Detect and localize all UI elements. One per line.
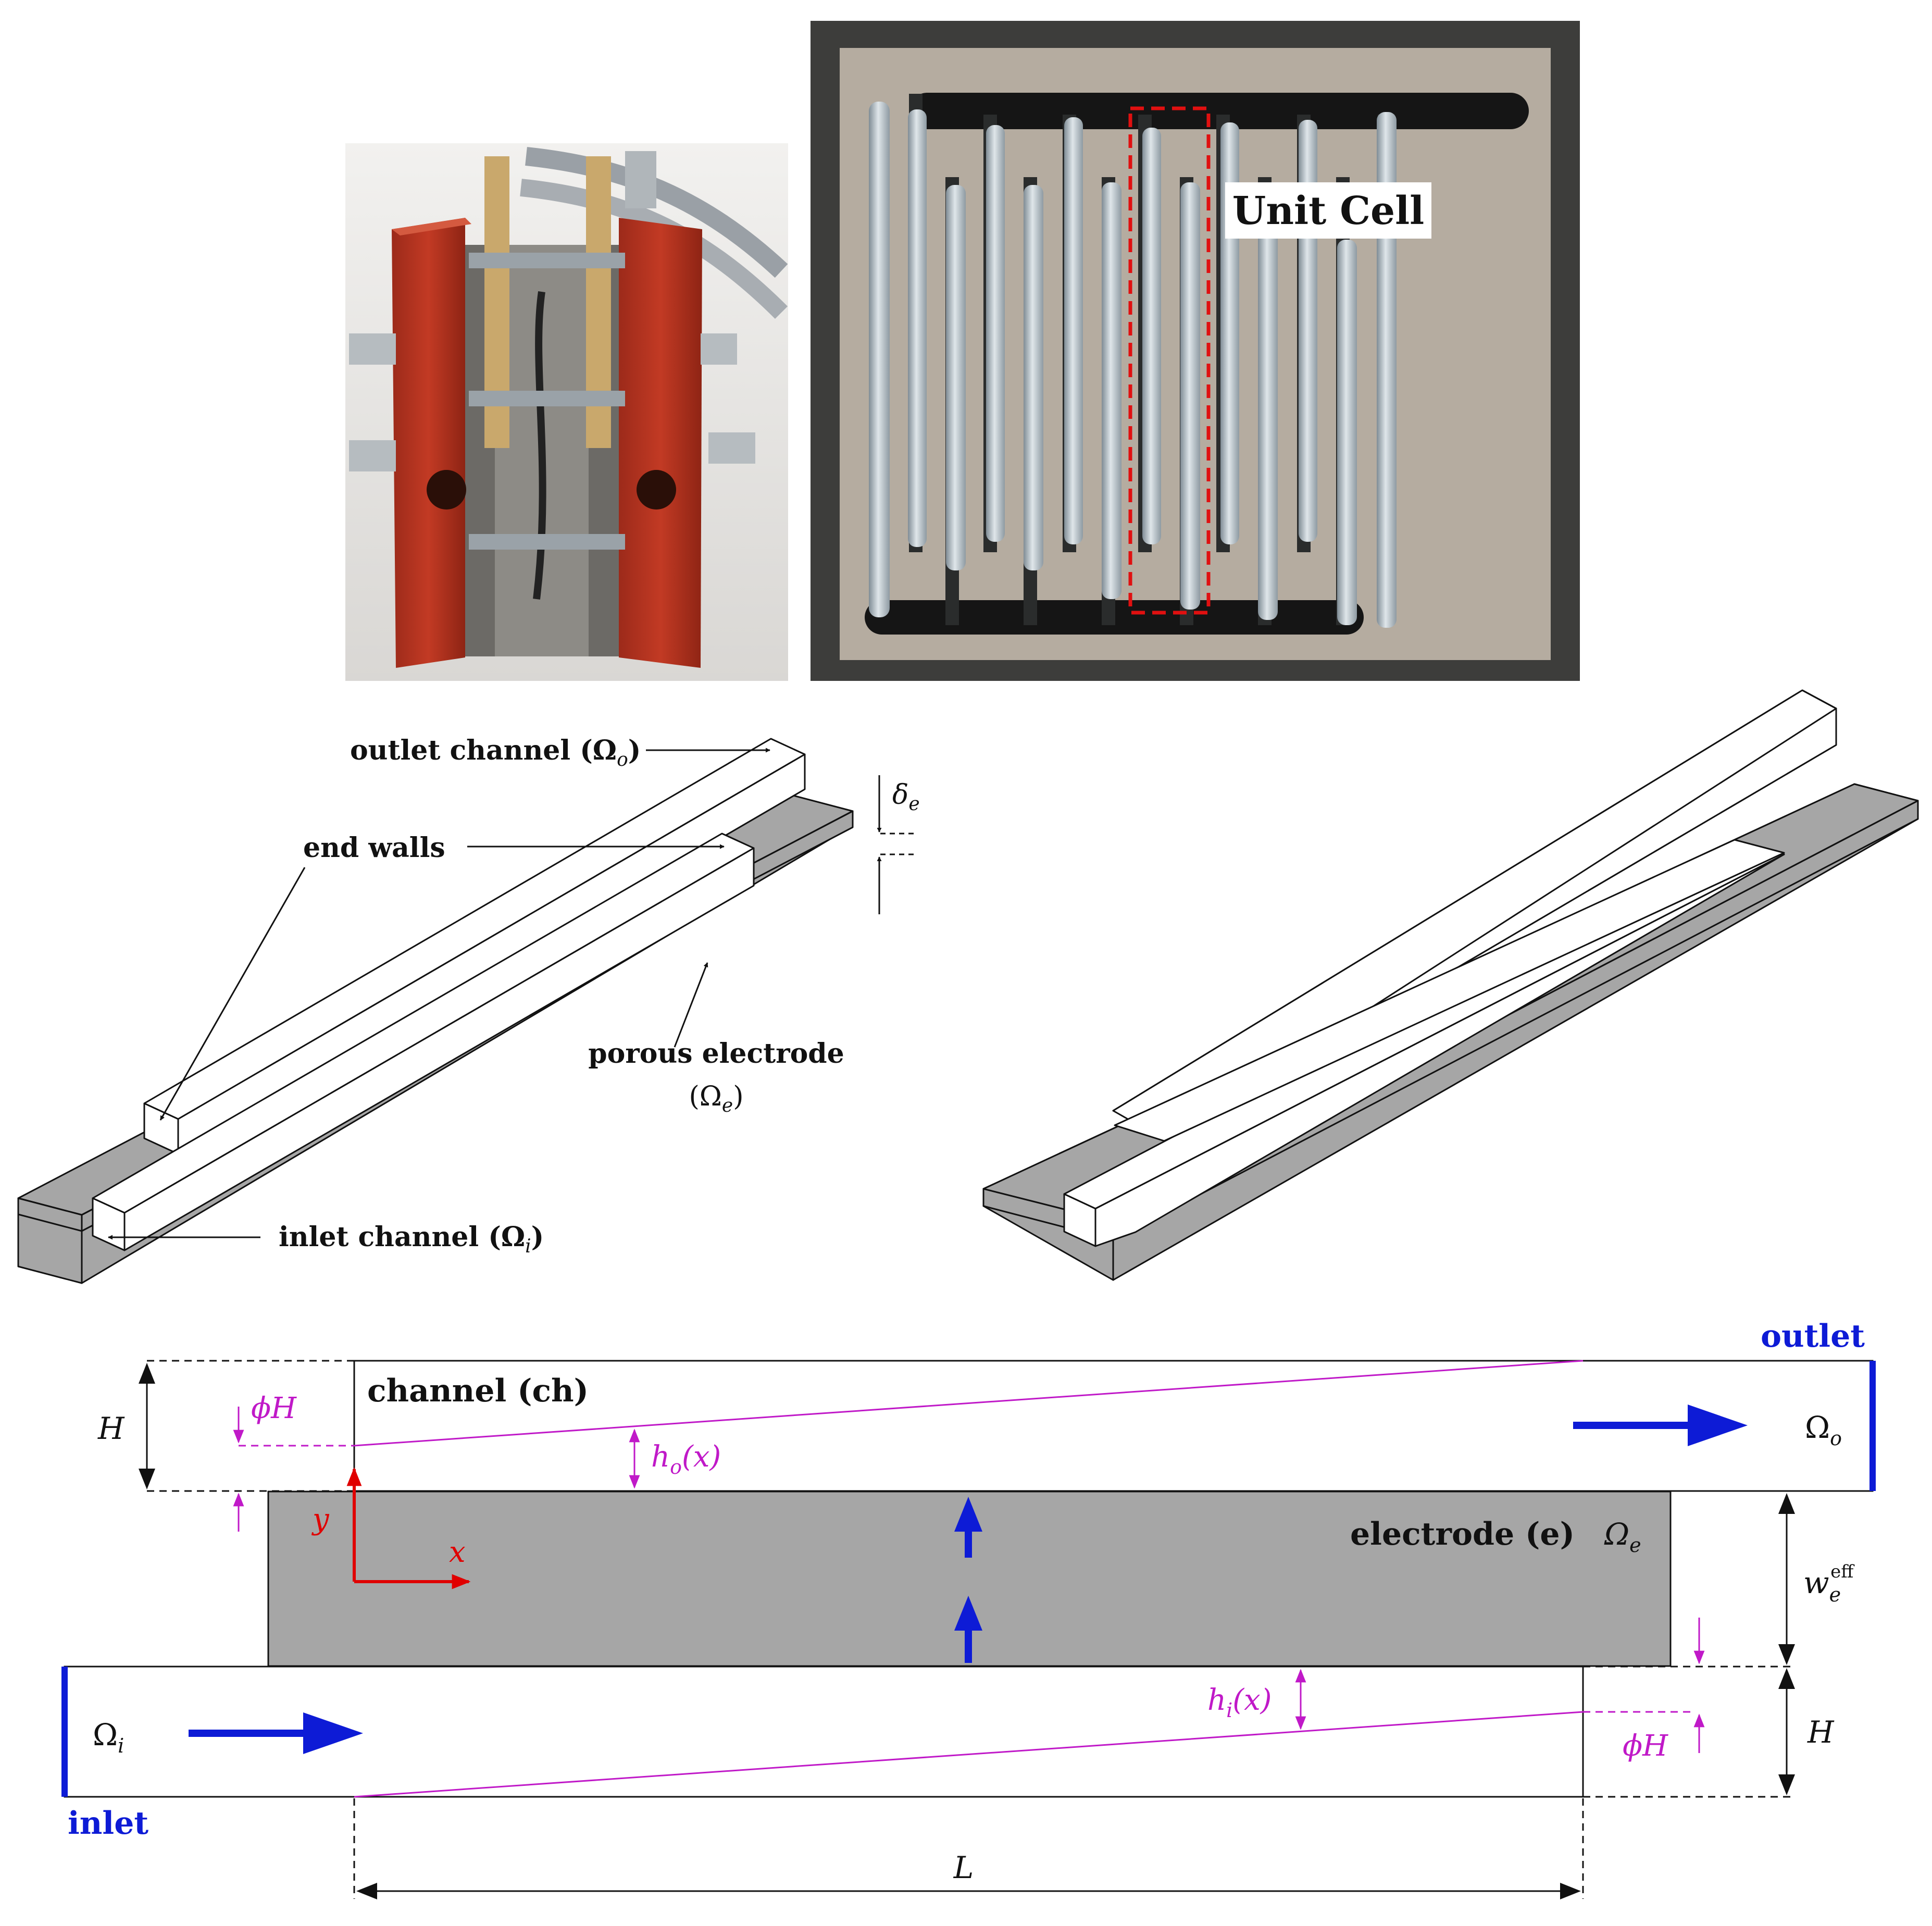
w-eff-label: weeff	[1803, 1561, 1855, 1606]
porous-electrode-label: porous electrode	[588, 1038, 844, 1070]
iso-left-annotations	[108, 748, 918, 1240]
omega-i-label: Ωi	[93, 1717, 124, 1757]
x-axis-label: x	[449, 1535, 466, 1569]
left-end-plate	[392, 218, 465, 668]
omega-o-label: Ωo	[1805, 1410, 1842, 1450]
y-axis-label: y	[311, 1502, 330, 1536]
interdigitated-plate-photo: Unit Cell	[811, 21, 1580, 681]
electrode-flow-arrow-lower	[954, 1596, 982, 1631]
flow-cell-photo	[345, 143, 788, 681]
flow-arrows	[189, 1405, 1748, 1754]
outlet-label: outlet	[1761, 1318, 1865, 1355]
fluid-fitting	[349, 333, 396, 365]
phiH-top-label: ϕH	[251, 1391, 297, 1425]
iso-interdigitated-unit-cell	[17, 738, 854, 1284]
inlet-channel-box	[92, 832, 755, 1214]
right-end-plate	[619, 218, 702, 668]
unit-cell-label: Unit Cell	[1232, 189, 1425, 233]
L-label: L	[953, 1850, 974, 1885]
outlet-channel-label: outlet channel (Ωo)	[350, 735, 641, 771]
inlet-flow-arrow	[303, 1712, 363, 1754]
channel-label: channel (ch)	[367, 1373, 589, 1409]
h-i-label: hi(x)	[1207, 1683, 1272, 1722]
delta-e-label: δe	[892, 779, 920, 815]
omega-e-label: Ωe	[1604, 1517, 1641, 1557]
end-walls-label: end walls	[303, 832, 445, 864]
coordinate-axes	[346, 1467, 471, 1589]
h-o-label: ho(x)	[651, 1440, 721, 1478]
H-bottom-label: H	[1807, 1714, 1835, 1750]
tie-rod	[469, 253, 625, 268]
unit-cell-label-box	[1225, 182, 1431, 239]
iso-tapered-unit-cell	[982, 689, 1919, 1281]
electrode-flow-arrow-upper	[954, 1497, 982, 1532]
inlet-label: inlet	[68, 1805, 148, 1842]
cross-section-schematic	[61, 1360, 1876, 1899]
outlet-taper-line	[354, 1360, 1584, 1447]
porous-electrode-symbol: (Ωe)	[689, 1081, 743, 1116]
phiH-bottom-label: ϕH	[1623, 1729, 1668, 1763]
H-top-label: H	[97, 1411, 125, 1446]
outlet-flow-arrow	[1688, 1405, 1748, 1446]
inlet-channel-label: inlet channel (Ωi)	[279, 1221, 544, 1257]
electrode-label: electrode (e)	[1350, 1516, 1575, 1552]
inlet-taper-line	[354, 1711, 1584, 1798]
plate-hole	[427, 470, 466, 510]
cable-tube	[525, 147, 788, 278]
